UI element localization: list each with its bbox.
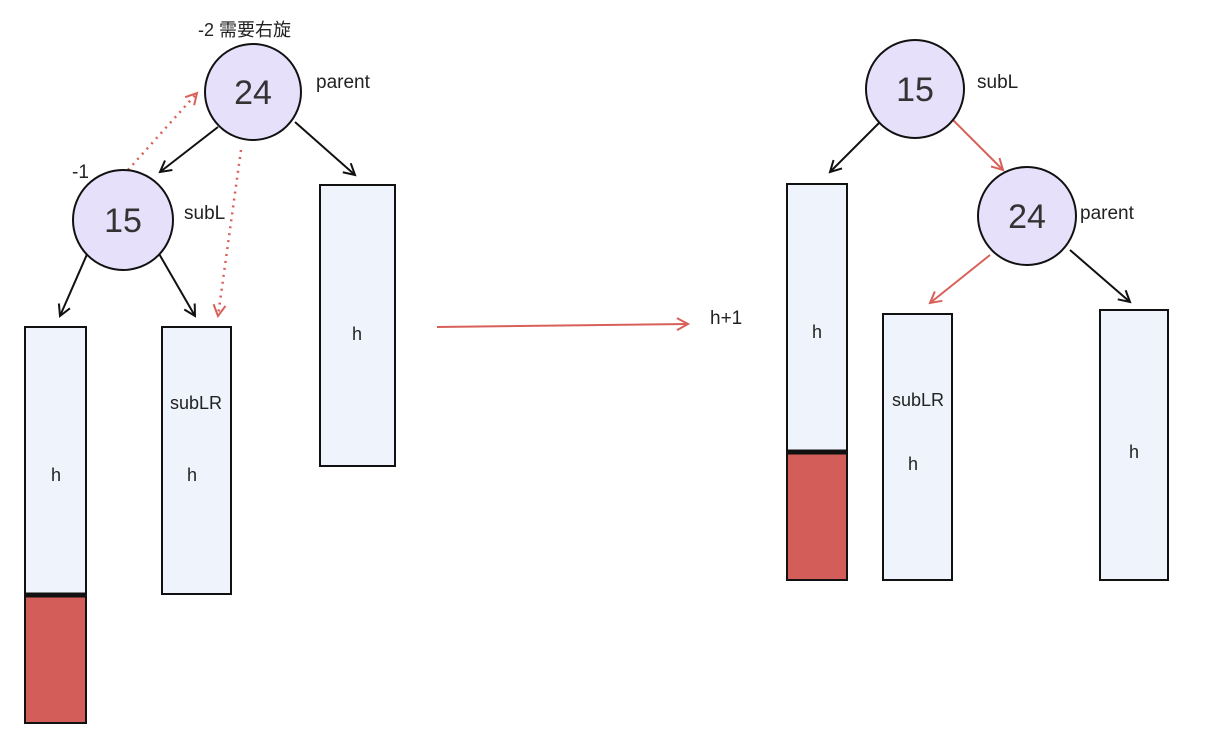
edge-24-to-right-after xyxy=(1069,249,1130,302)
edge-15-to-left-after xyxy=(830,119,883,172)
node-15-after xyxy=(865,39,965,139)
sublr-subtree-before-name: subLR xyxy=(170,393,222,413)
node-24-before-value: 24 xyxy=(234,74,272,112)
subl-label-before: subL xyxy=(184,203,225,224)
transition-arrow xyxy=(436,324,688,327)
edge-15-to-24-after xyxy=(952,119,1003,170)
right-subtree-before xyxy=(319,184,396,467)
sublr-subtree-after-name: subLR xyxy=(892,390,944,410)
right-subtree-after-height: h xyxy=(1129,442,1139,462)
edge-parent-to-subl xyxy=(160,126,219,172)
sublr-subtree-after xyxy=(882,313,953,581)
rotation-title: -2 需要右旋 xyxy=(198,20,291,40)
sublr-subtree-before xyxy=(161,326,232,595)
parent-label-after: parent xyxy=(1080,203,1135,224)
rotation-hint-sublr-move xyxy=(218,149,243,316)
left-subtree-after-height: h xyxy=(812,322,822,342)
left-subtree-after xyxy=(786,183,848,453)
edge-parent-to-right xyxy=(294,121,355,175)
transition-height-label: h+1 xyxy=(710,308,742,329)
sublr-subtree-after-height: h xyxy=(908,454,918,474)
node-15-before-value: 15 xyxy=(104,202,142,240)
node-15-before xyxy=(72,169,174,271)
right-subtree-before-height: h xyxy=(352,324,362,344)
node-24-after xyxy=(977,166,1077,266)
rotation-hint-subl-up xyxy=(127,93,197,171)
parent-label-before: parent xyxy=(316,72,371,93)
right-subtree-after xyxy=(1099,309,1169,581)
left-subtree-overflow-after xyxy=(786,451,848,581)
sublr-subtree-before-height: h xyxy=(187,465,197,485)
edge-subl-to-sublr xyxy=(157,251,195,316)
node-24-after-value: 24 xyxy=(1008,198,1046,236)
node-24-before xyxy=(204,43,302,141)
subl-balance-factor: -1 xyxy=(72,162,89,183)
subl-label-after: subL xyxy=(977,72,1018,93)
left-subtree-before-height: h xyxy=(51,465,61,485)
edge-subl-to-left xyxy=(60,251,89,316)
left-subtree-overflow-before xyxy=(24,594,87,724)
edge-24-to-sublr-after xyxy=(930,254,991,303)
left-subtree-before xyxy=(24,326,87,596)
node-15-after-value: 15 xyxy=(896,71,934,109)
